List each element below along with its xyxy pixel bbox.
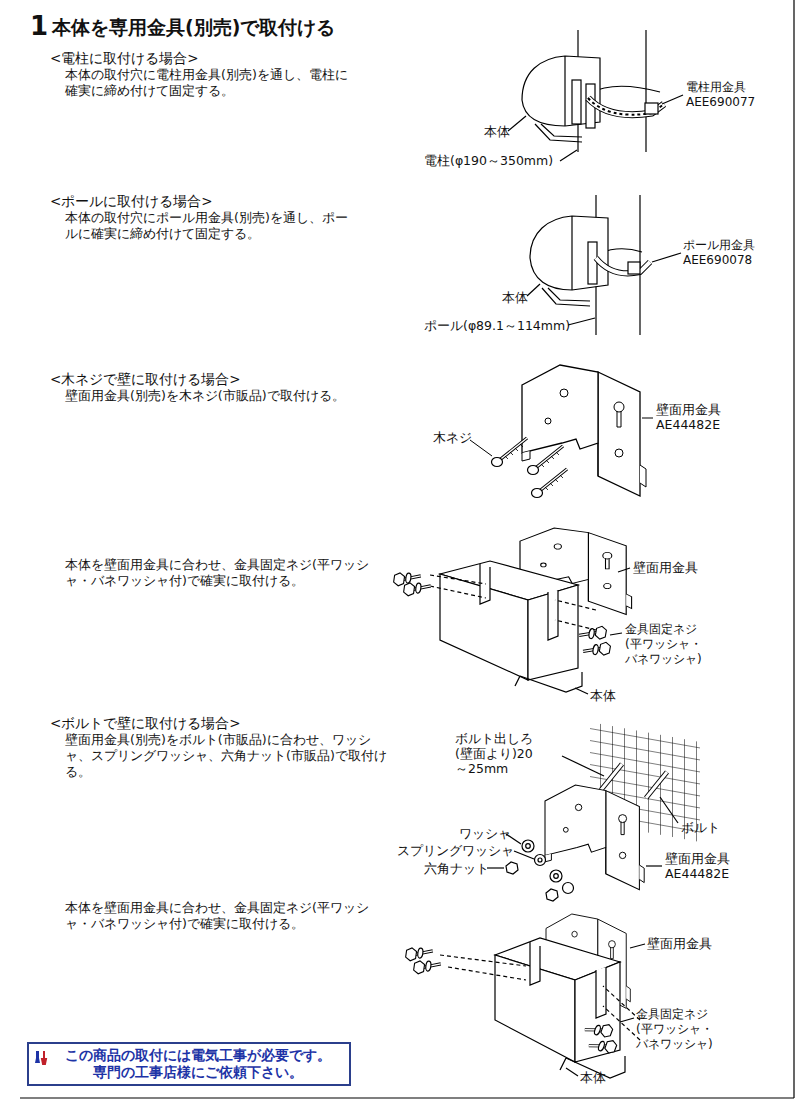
instruction-text: 本体の取付穴にポール用金具(別売)を通し、ポールに確実に締め付けて固定する。 [65,210,357,242]
page-title: 本体を専用金具(別売)で取付ける [52,14,335,40]
body-fix-figure [405,914,645,1078]
page-frame [20,0,794,1098]
part-name: 本体 [484,124,510,140]
part-name: 金具固定ネジ (平ワッシャ・バネワッシャ) [636,1007,713,1052]
body-fix-figure [393,528,631,694]
pipe-mount-figure [527,195,681,335]
dimension-label: ポール(φ89.1～114mm) [424,318,570,334]
part-name: 壁面用金具 AE44482E [665,851,730,881]
part-name: ポール用金具 AEE690078 [683,238,755,268]
part-name: 本体 [502,290,528,306]
tool-icon [33,1049,49,1065]
part-name: 六角ナット [424,861,489,877]
part-name: ボルト [681,820,720,836]
section-heading: <ボルトで壁に取付ける場合> [50,715,241,731]
section-heading: <電柱に取付ける場合> [50,50,199,66]
part-name: スプリングワッシャ [397,843,514,859]
section-heading: <ポールに取付ける場合> [50,193,213,209]
part-name: 壁面用金具 AE44482E [656,402,721,432]
instruction-text: 本体を壁面用金具に合わせ、金具固定ネジ(平ワッシャ・バネワッシャ付)で確実に取付… [65,557,385,589]
notice-text: この商品の取付には電気工事が必要です。 専門の工事店様にご依頼下さい。 [62,1047,334,1081]
dimension-label: 電柱(φ190～350mm) [424,153,553,169]
part-name: 本体 [590,688,616,704]
instruction-text: 本体を壁面用金具に合わせ、金具固定ネジ(平ワッシャ・バネワッシャ付)で確実に取付… [65,900,390,932]
instruction-text: 本体の取付穴に電柱用金具(別売)を通し、電柱に確実に締め付けて固定する。 [65,67,357,99]
section-heading: <木ネジで壁に取付ける場合> [50,371,241,387]
part-name: 木ネジ [433,430,472,446]
wall-bracket-wood-screw-figure [470,365,653,498]
part-name: 本体 [580,1070,606,1086]
pole-mount-figure [508,30,683,161]
part-name: 電柱用金具 AEE690077 [686,80,755,110]
instruction-text: 壁面用金具(別売)をボルト(市販品)に合わせ、ワッシャ、スプリングワッシャ、六角… [65,732,390,780]
part-name: ワッシャ [459,826,511,842]
part-name: 壁面用金具 [633,560,698,576]
step-number: 1 [30,12,48,40]
notice-box: この商品の取付には電気工事が必要です。 専門の工事店様にご依頼下さい。 [27,1042,351,1086]
instruction-text: 壁面用金具(別売)を木ネジ(市販品)で取付ける。 [65,388,365,404]
part-name: 壁面用金具 [647,936,712,952]
dimension-label: ボルト出しろ (壁面より)20～25mm [455,731,533,776]
part-name: 金具固定ネジ (平ワッシャ・バネワッシャ) [625,622,702,667]
